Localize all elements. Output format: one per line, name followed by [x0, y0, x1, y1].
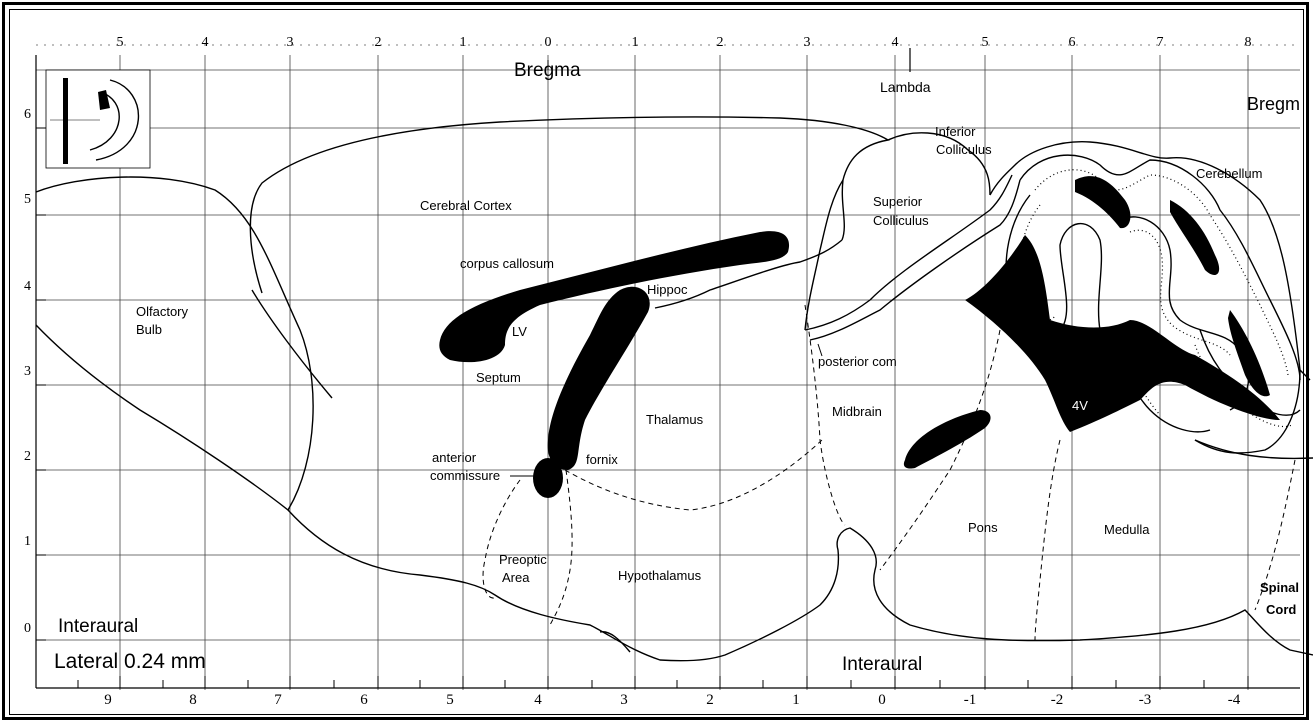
olfactory-label: Olfactory: [136, 304, 189, 319]
midbrain-label: Midbrain: [832, 404, 882, 419]
superior-colliculus-label: Superior: [873, 194, 923, 209]
olfactory-label-2: Bulb: [136, 322, 162, 337]
bottom-tick-label: 9: [104, 692, 112, 708]
left-tick-label: 5: [24, 192, 31, 207]
anterior-commissure-shape: [533, 458, 563, 498]
bottom-tick-label: -4: [1228, 692, 1241, 708]
anterior-commissure-label-2: commissure: [430, 468, 500, 483]
top-tick-label: 6: [1069, 35, 1076, 50]
anterior-commissure-label: anterior: [432, 450, 477, 465]
hippoc-label: Hippoc: [647, 282, 688, 297]
fourth-ventricle-label: 4V: [1072, 398, 1088, 413]
spinal-cord-label-2: Cord: [1266, 602, 1296, 617]
top-tick-label: 4: [202, 35, 209, 50]
left-tick-label: 4: [24, 279, 31, 294]
bottom-tick-label: 4: [534, 692, 542, 708]
bottom-ticks: [78, 676, 1248, 688]
left-tick-label: 1: [24, 534, 31, 549]
top-tick-label: 4: [892, 35, 899, 50]
cerebral-cortex-label: Cerebral Cortex: [420, 198, 512, 213]
bottom-tick-label: 7: [274, 692, 282, 708]
preoptic-label: Preoptic: [499, 552, 547, 567]
top-axis-labels: 5 4 3 2 1 0 1 2 3 4 5 6 7 8: [117, 35, 1252, 50]
left-tick-label: 3: [24, 364, 31, 379]
bottom-tick-label: 8: [189, 692, 197, 708]
top-tick-label: 3: [804, 35, 811, 50]
top-tick-label: 5: [117, 35, 124, 50]
left-tick-label: 6: [24, 107, 31, 122]
midbrain-streak: [904, 410, 991, 469]
fornix-shape: [548, 287, 650, 470]
top-tick-label: 3: [287, 35, 294, 50]
inset-thumbnail: [46, 70, 150, 168]
left-tick-label: 2: [24, 449, 31, 464]
top-tick-label: 5: [982, 35, 989, 50]
top-tick-label: 0: [545, 35, 552, 50]
left-ticks: [36, 128, 46, 640]
posterior-com-label: posterior com: [818, 354, 897, 369]
inferior-colliculus-label-2: Colliculus: [936, 142, 992, 157]
fornix-label: fornix: [586, 452, 618, 467]
top-tick-label: 8: [1245, 35, 1252, 50]
lambda-label: Lambda: [880, 79, 931, 95]
corpus-callosum-label: corpus callosum: [460, 256, 554, 271]
bottom-tick-label: 6: [360, 692, 368, 708]
spinal-cord-label: Spinal: [1260, 580, 1299, 595]
top-tick-label: 2: [717, 35, 724, 50]
inferior-colliculus-label: Inferior: [935, 124, 976, 139]
pons-label: Pons: [968, 520, 998, 535]
hypothalamus-label: Hypothalamus: [618, 568, 702, 583]
lv-label: LV: [512, 324, 527, 339]
left-tick-label: 0: [24, 621, 31, 636]
medulla-label: Medulla: [1104, 522, 1150, 537]
cerebellum-label: Cerebellum: [1196, 166, 1262, 181]
interaural-bottom-label: Interaural: [842, 654, 922, 675]
bottom-tick-label: 0: [878, 692, 886, 708]
superior-colliculus-label-2: Colliculus: [873, 213, 929, 228]
top-tick-label: 1: [460, 35, 467, 50]
bottom-tick-label: -3: [1139, 692, 1152, 708]
bottom-tick-label: -1: [964, 692, 977, 708]
bottom-axis-labels: 9 8 7 6 5 4 3 2 1 0 -1 -2 -3 -4: [104, 692, 1240, 708]
top-tick-label: 1: [632, 35, 639, 50]
bottom-tick-label: 5: [446, 692, 454, 708]
lateral-label: Lateral 0.24 mm: [54, 650, 206, 673]
bottom-tick-label: 1: [792, 692, 800, 708]
top-tick-label: 7: [1157, 35, 1164, 50]
bregma-label: Bregma: [514, 60, 581, 81]
left-axis-labels: 6 5 4 3 2 1 0: [24, 107, 31, 636]
thalamus-label: Thalamus: [646, 412, 704, 427]
bottom-tick-label: 3: [620, 692, 628, 708]
bottom-tick-label: -2: [1051, 692, 1064, 708]
bregma-right-label: Bregm: [1247, 94, 1300, 114]
top-tick-label: 2: [375, 35, 382, 50]
preoptic-label-2: Area: [502, 570, 530, 585]
bottom-tick-label: 2: [706, 692, 714, 708]
interaural-left-label: Interaural: [58, 616, 138, 637]
septum-label: Septum: [476, 370, 521, 385]
